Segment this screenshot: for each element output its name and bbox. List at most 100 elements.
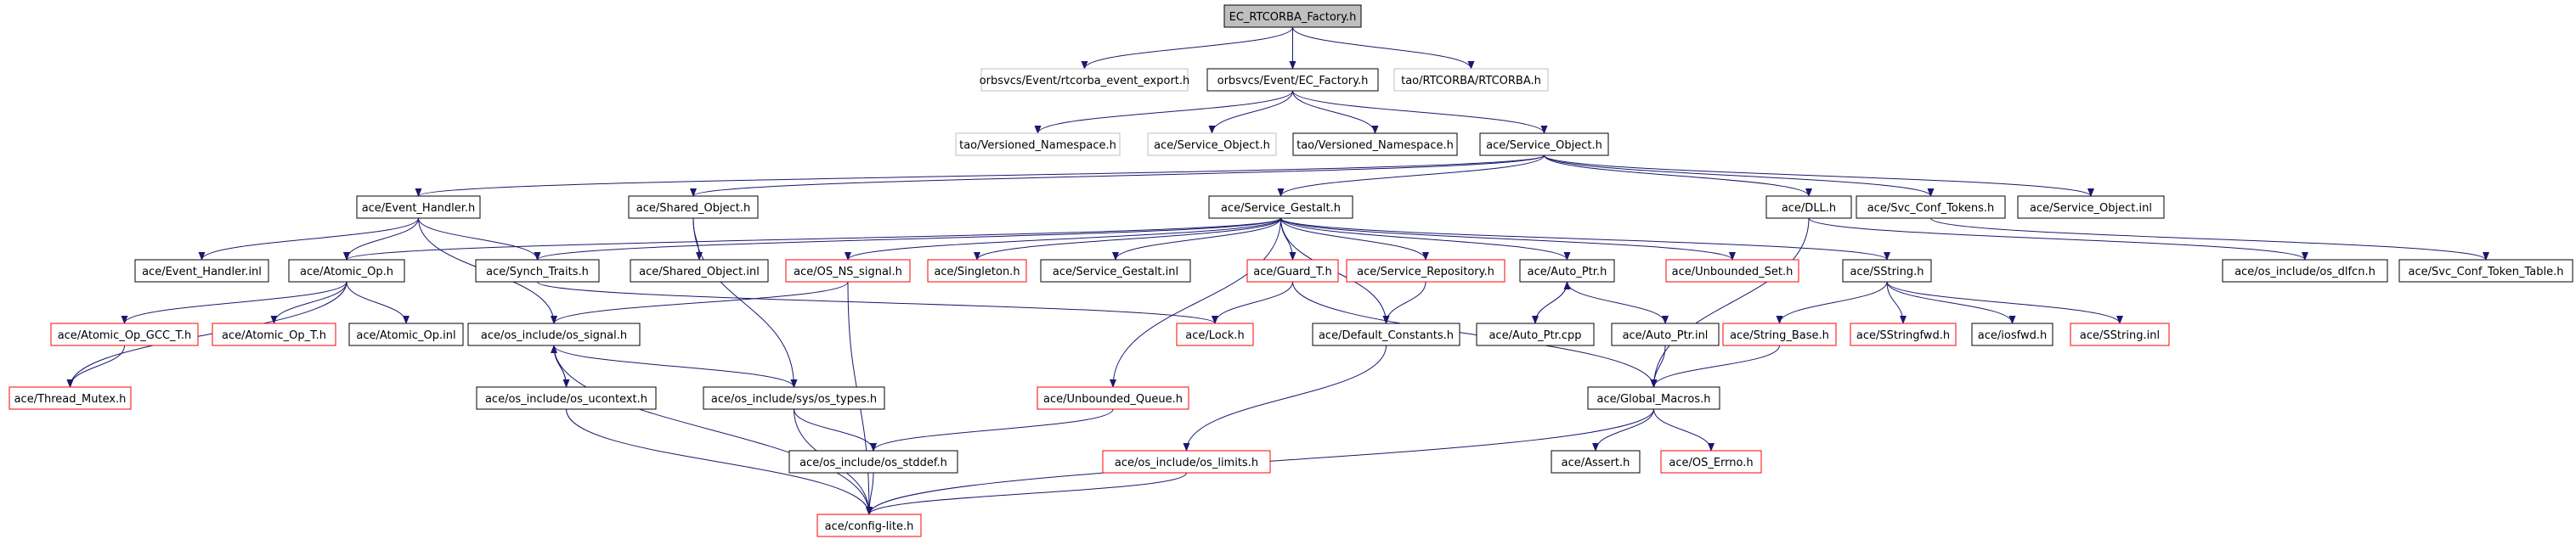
node-label: ace/Atomic_Op_T.h: [222, 329, 326, 342]
nodes-layer: EC_RTCORBA_Factory.h orbsvcs/Event/rtcorb…: [8, 4, 2573, 537]
node-box: [628, 195, 759, 219]
node-stringbase[interactable]: ace/String_Base.h: [1722, 323, 1837, 346]
node-rtcorba[interactable]: tao/RTCORBA/RTCORBA.h: [1393, 68, 1549, 92]
node-box: [927, 259, 1027, 283]
node-autoptrinl[interactable]: ace/Auto_Ptr.inl: [1611, 323, 1720, 346]
edge-ecfactory-to-svcobj_ext: [1208, 90, 1293, 134]
node-label: ace/Svc_Conf_Token_Table.h: [2409, 266, 2564, 278]
node-svcobjinl[interactable]: ace/Service_Object.inl: [2017, 195, 2165, 219]
edge-svcobj-to-svcobjinl: [1544, 154, 2094, 197]
node-svcconftokentable[interactable]: ace/Svc_Conf_Token_Table.h: [2398, 259, 2573, 283]
node-box: [788, 450, 958, 474]
node-sstring[interactable]: ace/SString.h: [1842, 259, 1932, 283]
node-label: ace/String_Base.h: [1730, 329, 1829, 342]
node-box: [475, 259, 600, 283]
node-autoptrcpp[interactable]: ace/Auto_Ptr.cpp: [1476, 323, 1595, 346]
edge-ecfactory-to-versioned2: [1292, 90, 1379, 134]
node-oslimits[interactable]: ace/os_include/os_limits.h: [1102, 450, 1271, 474]
node-oserrno[interactable]: ace/OS_Errno.h: [1660, 450, 1762, 474]
node-svcgestaltinl[interactable]: ace/Service_Gestalt.inl: [1040, 259, 1191, 283]
node-globalmacros[interactable]: ace/Global_Macros.h: [1587, 386, 1720, 410]
edge-svcobj-to-sharedobj: [690, 154, 1545, 197]
edge-svcgestalt-to-singleton: [974, 217, 1281, 261]
edge-autoptrinl-to-globalmacros: [1650, 345, 1666, 388]
node-label: ace/Atomic_Op_GCC_T.h: [58, 329, 192, 342]
node-atomicopinl[interactable]: ace/Atomic_Op.inl: [348, 323, 464, 346]
node-box: [2398, 259, 2573, 283]
node-box: [1971, 323, 2053, 346]
edge-atomicop-to-atomicopt: [270, 281, 347, 324]
node-osucontext[interactable]: ace/os_include/os_ucontext.h: [476, 386, 657, 410]
node-label: ace/SString.inl: [2080, 329, 2160, 342]
node-box: [980, 68, 1189, 92]
node-export[interactable]: orbsvcs/Event/rtcorba_event_export.h: [980, 68, 1190, 92]
node-box: [955, 132, 1121, 156]
node-assert[interactable]: ace/Assert.h: [1551, 450, 1641, 474]
node-label: ace/Atomic_Op.h: [300, 266, 393, 278]
node-label: tao/Versioned_Namespace.h: [1296, 139, 1454, 152]
node-lock[interactable]: ace/Lock.h: [1176, 323, 1254, 346]
node-box: [1856, 195, 2006, 219]
node-root[interactable]: EC_RTCORBA_Factory.h: [1223, 4, 1362, 28]
node-evh[interactable]: ace/Event_Handler.h: [356, 195, 481, 219]
node-label: ace/Atomic_Op.inl: [356, 329, 455, 342]
node-defconst[interactable]: ace/Default_Constants.h: [1312, 323, 1460, 346]
node-box: [1346, 259, 1505, 283]
node-label: ace/Synch_Traits.h: [486, 266, 589, 278]
node-svcrepo[interactable]: ace/Service_Repository.h: [1346, 259, 1505, 283]
node-label: ace/OS_Errno.h: [1669, 457, 1753, 469]
node-label: ace/Event_Handler.h: [362, 202, 476, 215]
node-versioned2[interactable]: tao/Versioned_Namespace.h: [1292, 132, 1458, 156]
node-ostypes[interactable]: ace/os_include/sys/os_types.h: [703, 386, 885, 410]
node-box: [212, 323, 336, 346]
node-osnssignal[interactable]: ace/OS_NS_signal.h: [785, 259, 911, 283]
node-atomicopt[interactable]: ace/Atomic_Op_T.h: [212, 323, 336, 346]
node-guardt[interactable]: ace/Guard_T.h: [1246, 259, 1339, 283]
node-autoptr[interactable]: ace/Auto_Ptr.h: [1519, 259, 1615, 283]
node-label: tao/Versioned_Namespace.h: [959, 139, 1116, 152]
node-iosfwd[interactable]: ace/iosfwd.h: [1971, 323, 2053, 346]
node-box: [2017, 195, 2165, 219]
node-box: [1246, 259, 1339, 283]
node-label: ace/SString.h: [1850, 266, 1924, 278]
node-evhinl[interactable]: ace/Event_Handler.inl: [134, 259, 269, 283]
node-sharedobj[interactable]: ace/Shared_Object.h: [628, 195, 759, 219]
node-atomicop[interactable]: ace/Atomic_Op.h: [288, 259, 405, 283]
node-osstddef[interactable]: ace/os_include/os_stddef.h: [788, 450, 958, 474]
node-label: ace/os_include/sys/os_types.h: [711, 393, 877, 406]
node-svcobj[interactable]: ace/Service_Object.h: [1479, 132, 1609, 156]
node-sstringinl[interactable]: ace/SString.inl: [2070, 323, 2170, 346]
edge-ecfactory-to-versioned1: [1034, 90, 1293, 134]
edge-ossignal-to-ostypes: [553, 345, 798, 388]
edge-globalmacros-to-oserrno: [1653, 408, 1715, 452]
node-synchtraits[interactable]: ace/Synch_Traits.h: [475, 259, 600, 283]
node-sstringfwd[interactable]: ace/SStringfwd.h: [1850, 323, 1957, 346]
node-svcgestalt[interactable]: ace/Service_Gestalt.h: [1208, 195, 1353, 219]
node-unboundedset[interactable]: ace/Unbounded_Set.h: [1665, 259, 1799, 283]
node-label: ace/Shared_Object.inl: [639, 266, 760, 278]
node-box: [1292, 132, 1458, 156]
node-versioned1[interactable]: tao/Versioned_Namespace.h: [955, 132, 1121, 156]
edge-svcgestalt-to-autoptr: [1280, 217, 1571, 261]
node-label: ace/config-lite.h: [825, 520, 914, 533]
node-unboundedqueue[interactable]: ace/Unbounded_Queue.h: [1037, 386, 1189, 410]
node-box: [2222, 259, 2388, 283]
node-label: ace/Auto_Ptr.h: [1528, 266, 1607, 278]
edge-svcobj-to-evh: [415, 154, 1545, 197]
node-sharedobjinl[interactable]: ace/Shared_Object.inl: [630, 259, 769, 283]
node-box: [816, 514, 922, 537]
node-svcobj-ext[interactable]: ace/Service_Object.h: [1147, 132, 1277, 156]
node-label: ace/os_include/os_ucontext.h: [485, 393, 647, 406]
node-dlfcn[interactable]: ace/os_include/os_dlfcn.h: [2222, 259, 2388, 283]
node-label: ace/Auto_Ptr.cpp: [1489, 329, 1581, 342]
node-dll[interactable]: ace/DLL.h: [1765, 195, 1852, 219]
node-threadmutex[interactable]: ace/Thread_Mutex.h: [8, 386, 132, 410]
node-configlite[interactable]: ace/config-lite.h: [816, 514, 922, 537]
node-atomicopgcc[interactable]: ace/Atomic_Op_GCC_T.h: [50, 323, 199, 346]
node-singleton[interactable]: ace/Singleton.h: [927, 259, 1027, 283]
node-ecfactory[interactable]: orbsvcs/Event/EC_Factory.h: [1206, 68, 1379, 92]
node-ossignal[interactable]: ace/os_include/os_signal.h: [467, 323, 641, 346]
edge-osucontext-to-ossignal: [551, 345, 567, 388]
node-svcconftokens[interactable]: ace/Svc_Conf_Tokens.h: [1856, 195, 2006, 219]
